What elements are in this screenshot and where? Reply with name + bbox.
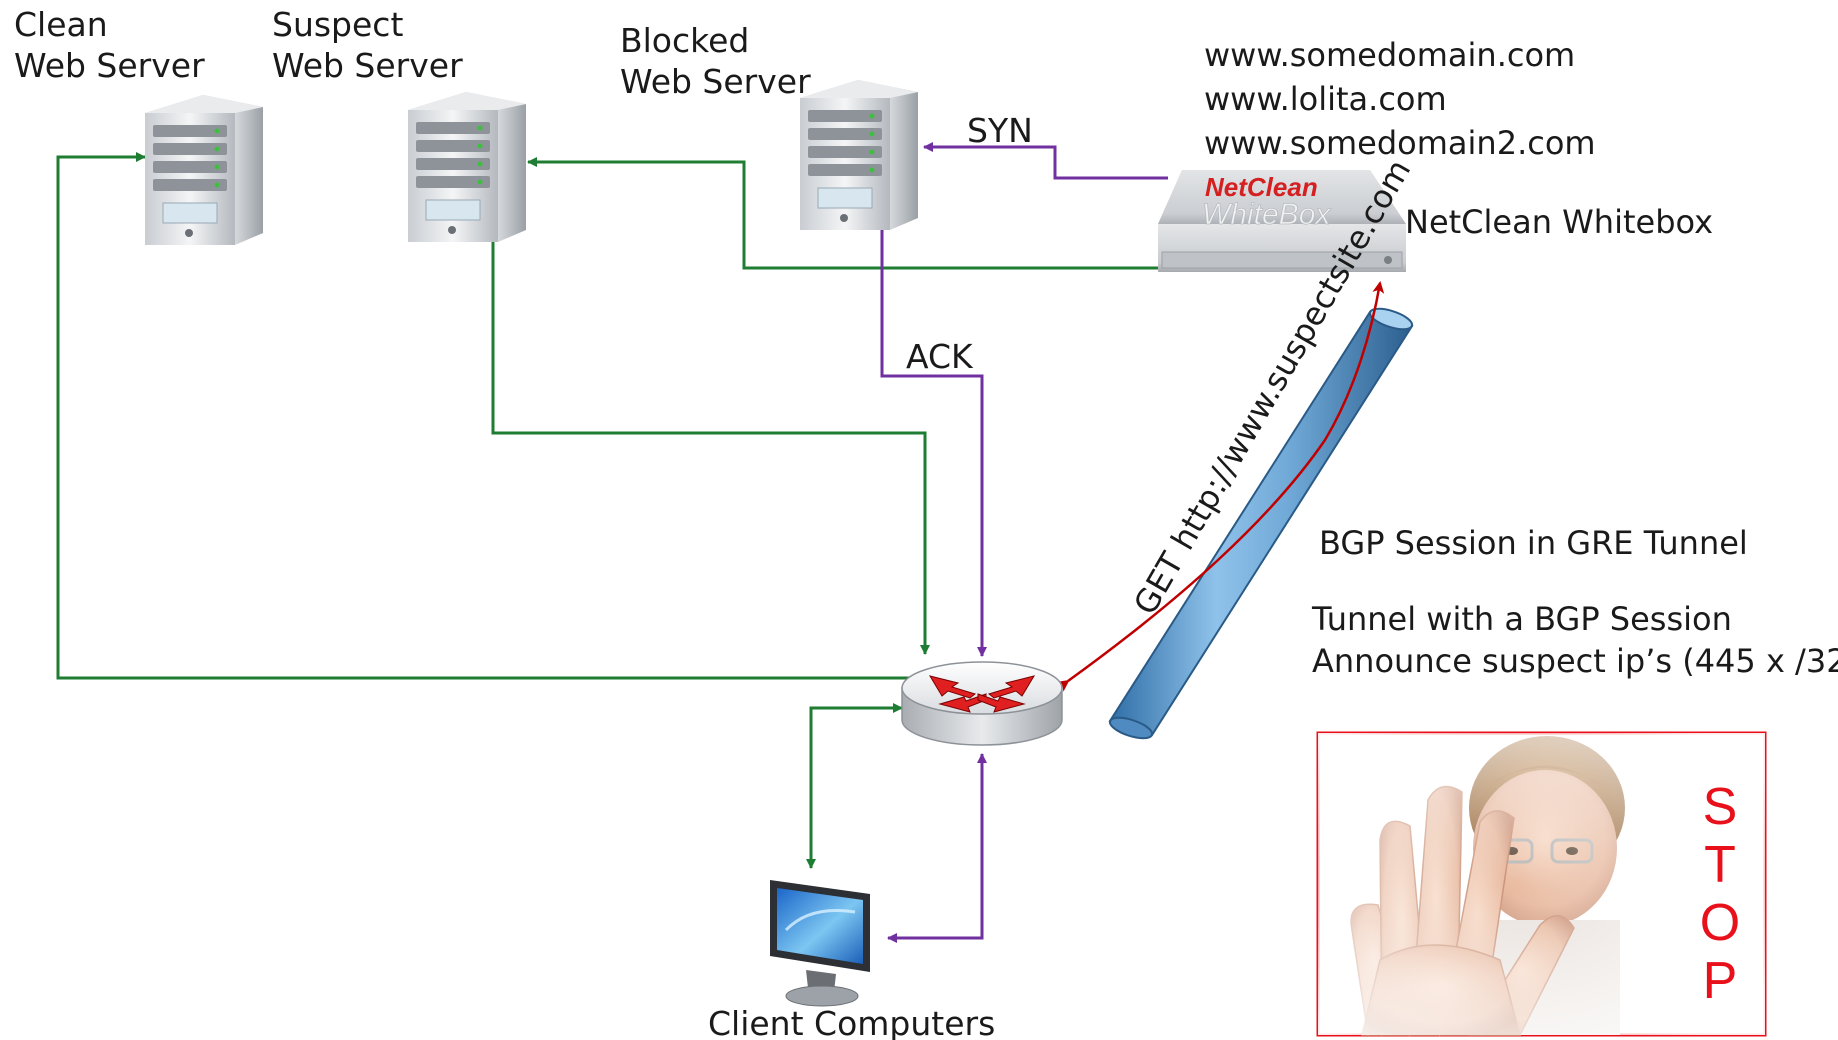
whitebox-logo-text: WhiteBox [1202,198,1331,231]
clean-server-label: Clean Web Server [14,5,205,85]
monitor-icon [770,880,870,1007]
syn-link [923,142,1168,180]
tunnel-request-path [1056,281,1385,692]
router-client-purple-link [887,754,984,943]
stop-letter-s: S [1703,778,1738,836]
suspect-server-label: Suspect Web Server [272,5,463,85]
domain-list: www.somedomain.com www.lolita.com www.so… [1204,36,1596,162]
suspect-router-link [491,210,930,655]
blocked-server-label: Blocked Web Server [620,21,811,101]
syn-label: SYN [967,111,1033,150]
bgp-title: BGP Session in GRE Tunnel [1319,524,1748,562]
whitebox-label: NetClean Whitebox [1405,203,1713,241]
bgp-description: Tunnel with a BGP Session Announce suspe… [1311,600,1838,680]
stop-letter-o: O [1700,894,1740,952]
client-label: Client Computers [708,1004,995,1040]
appliance-icon: NetClean WhiteBox [1158,170,1406,272]
ack-label: ACK [906,337,974,376]
suspect-server-icon [407,91,527,243]
router-icon [901,661,1063,746]
whitebox-logo-netclean: NetClean [1205,172,1318,202]
stop-letter-t: T [1704,836,1736,894]
ack-link [880,228,987,657]
blocked-server-icon [799,79,919,231]
client-router-green-link [809,703,903,866]
whitebox-suspect-link [527,157,1158,270]
stop-letter-p: P [1703,952,1738,1010]
clean-server-link [56,152,910,680]
clean-server-icon [144,94,264,246]
child-stop-photo: S T O P [1316,731,1767,1038]
